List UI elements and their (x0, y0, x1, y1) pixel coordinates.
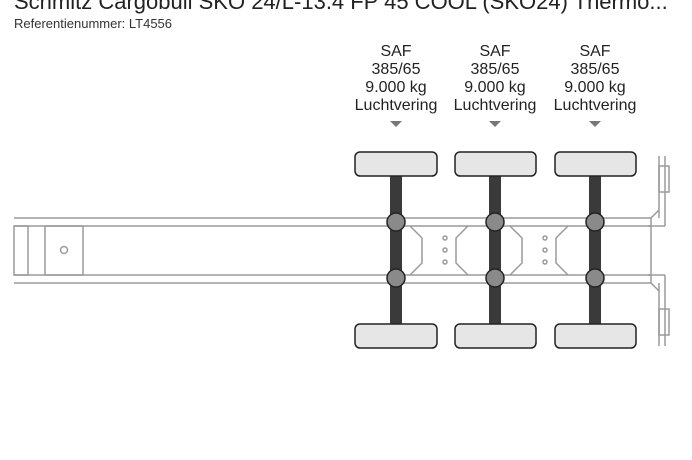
crossmember-1 (409, 225, 423, 276)
axle-1-load: 9.000 kg (365, 79, 427, 96)
axle-3-label: SAF 385/65 9.000 kg Luchtvering (540, 43, 650, 115)
crossmember-2 (509, 225, 523, 276)
down-arrow-icon (390, 121, 402, 127)
axle-bar (589, 176, 601, 324)
hub (585, 212, 605, 232)
axle-bar (390, 176, 402, 324)
bolt (542, 247, 548, 253)
axle-1-brand: SAF (380, 43, 412, 60)
down-arrow-icon (489, 121, 501, 127)
axle-1 (354, 121, 438, 349)
wheel-bottom (354, 323, 438, 349)
bolt (442, 235, 448, 241)
bolt (542, 259, 548, 265)
axle-2-load: 9.000 kg (464, 79, 526, 96)
crossmember-2-right (555, 225, 569, 276)
axle-3-suspension: Luchtvering (553, 97, 637, 114)
kingpin (59, 245, 69, 255)
axle-3-tyre: 385/65 (570, 61, 620, 78)
bolt (442, 259, 448, 265)
axle-2-tyre: 385/65 (470, 61, 520, 78)
axle-2 (454, 121, 537, 349)
axle-1-label: SAF 385/65 9.000 kg Luchtvering (341, 43, 451, 115)
bolt (442, 247, 448, 253)
axle-2-suspension: Luchtvering (453, 97, 537, 114)
hub (386, 268, 406, 288)
hub (485, 212, 505, 232)
axle-2-label: SAF 385/65 9.000 kg Luchtvering (440, 43, 550, 115)
chassis-front-beam (13, 225, 29, 276)
rear-light (658, 308, 670, 336)
hub (585, 268, 605, 288)
bolt (542, 235, 548, 241)
hub (386, 212, 406, 232)
chassis-frame (13, 156, 670, 346)
down-arrow-icon (589, 121, 601, 127)
wheel-bottom (454, 323, 537, 349)
page-title: Schmitz Cargobull SKO 24/L-13.4 FP 45 CO… (14, 0, 668, 14)
rear-bracket (650, 209, 660, 219)
wheel-top (454, 151, 537, 177)
axle-3 (554, 121, 637, 349)
reference-number: Referentienummer: LT4556 (14, 16, 173, 31)
axle-1-suspension: Luchtvering (354, 97, 438, 114)
axle-bar (489, 176, 501, 324)
rear-light (658, 165, 670, 193)
axle-1-tyre: 385/65 (371, 61, 421, 78)
crossmember-1-right (455, 225, 469, 276)
wheel-bottom (554, 323, 637, 349)
axle-3-brand: SAF (579, 43, 611, 60)
wheel-top (354, 151, 438, 177)
kingpin-plate (44, 225, 84, 276)
hub (485, 268, 505, 288)
wheel-top (554, 151, 637, 177)
axle-3-load: 9.000 kg (564, 79, 626, 96)
rear-bracket (650, 282, 660, 292)
axle-2-brand: SAF (479, 43, 511, 60)
